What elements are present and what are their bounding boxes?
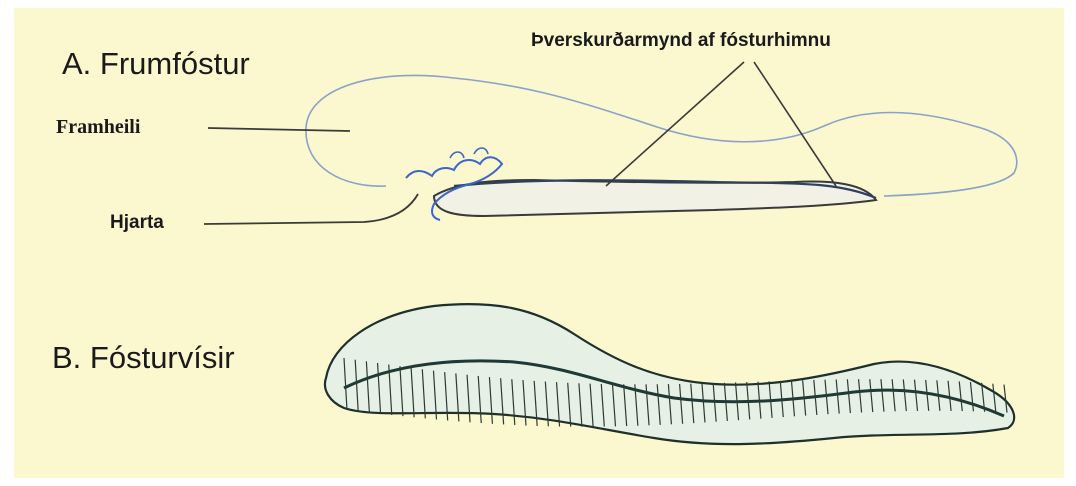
embryo-b-body — [325, 304, 1014, 444]
diagram-canvas: A. Frumfóstur Framheili Hjarta Þverskurð… — [14, 8, 1064, 478]
section-b-title: B. Fósturvísir — [52, 340, 235, 376]
label-framheili: Framheili — [56, 116, 140, 139]
leader-thver-1 — [606, 62, 744, 186]
leader-thver-2 — [754, 62, 836, 186]
heart-loop — [450, 148, 488, 158]
label-membrane-section: Þverskurðarmynd af fósturhimnu — [531, 30, 831, 52]
section-a-title: A. Frumfóstur — [62, 46, 250, 82]
leader-framheili — [208, 128, 350, 131]
label-hjarta: Hjarta — [110, 212, 164, 234]
leader-hjarta — [204, 194, 418, 224]
